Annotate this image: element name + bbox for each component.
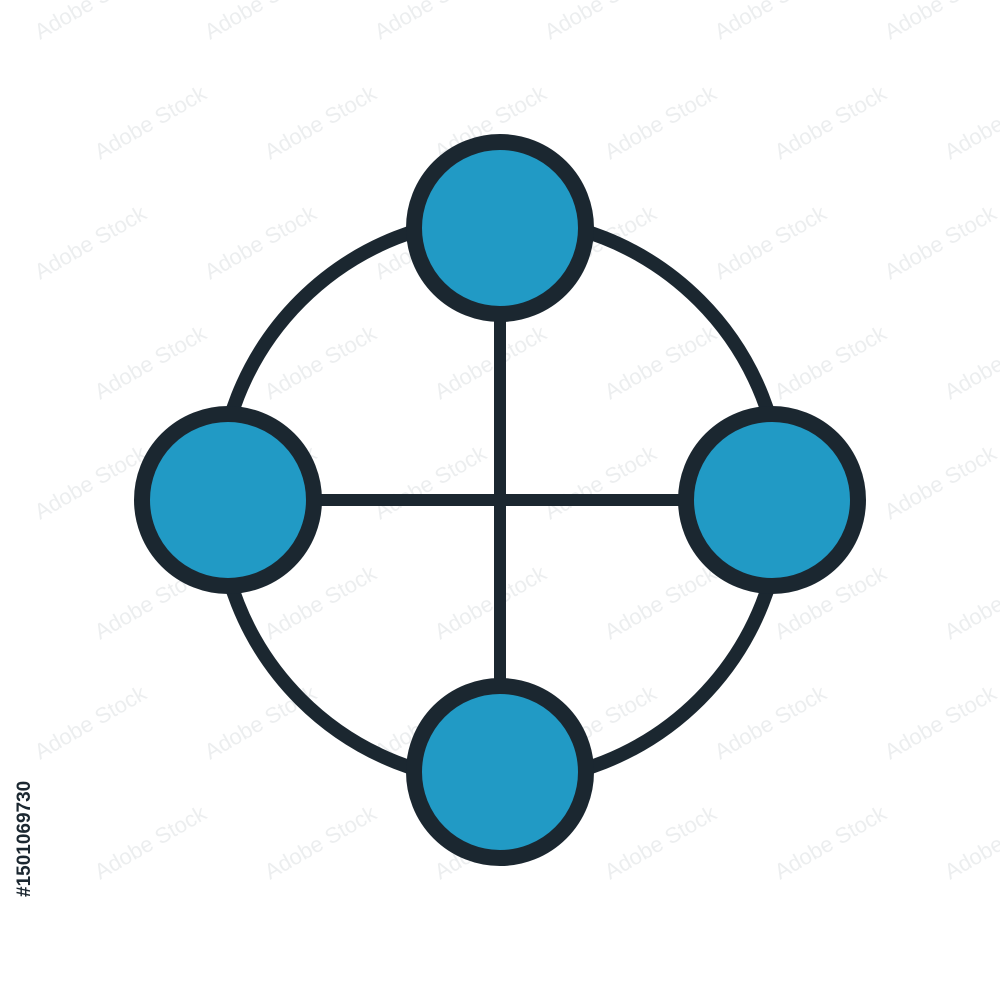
watermark-text: Adobe Stock [260,800,381,885]
node-right [678,406,866,594]
watermark-text: Adobe Stock [90,80,211,165]
watermark-text: Adobe Stock [540,0,661,44]
watermark-text: Adobe Stock [600,80,721,165]
watermark-text: Adobe Stock [90,800,211,885]
watermark-text: Adobe Stock [710,0,831,44]
watermark-text: Adobe Stock [30,200,151,285]
watermark-text: Adobe Stock [600,800,721,885]
watermark-text: Adobe Stock [880,680,1000,765]
watermark-text: Adobe Stock [880,200,1000,285]
watermark-text: Adobe Stock [200,0,321,44]
watermark-text: Adobe Stock [880,0,1000,44]
watermark-text: Adobe Stock [30,440,151,525]
watermark-text: Adobe Stock [260,80,381,165]
watermark-text: Adobe Stock [370,440,491,525]
stock-id-label: #1501069730 [14,781,35,897]
watermark-text: Adobe Stock [540,440,661,525]
watermark-text: Adobe Stock [770,800,891,885]
watermark-text: Adobe Stock [880,440,1000,525]
watermark-text: Adobe Stock [770,320,891,405]
watermark-text: Adobe Stock [710,680,831,765]
watermark-text: Adobe Stock [370,0,491,44]
stock-id-text: #1501069730 [14,781,35,897]
watermark-text: Adobe Stock [200,200,321,285]
watermark-text: Adobe Stock [940,560,1000,645]
watermark-text: Adobe Stock [30,0,151,44]
node-top [406,134,594,322]
watermark-text: Adobe Stock [940,80,1000,165]
watermark-text: Adobe Stock [90,320,211,405]
watermark-text: Adobe Stock [600,560,721,645]
watermark-text: Adobe Stock [770,80,891,165]
watermark-text: Adobe Stock [30,680,151,765]
node-bottom [406,678,594,866]
watermark-text: Adobe Stock [710,200,831,285]
watermark-text: Adobe Stock [430,560,551,645]
watermark-text: Adobe Stock [940,800,1000,885]
watermark-text: Adobe Stock [940,320,1000,405]
watermark-text: Adobe Stock [600,320,721,405]
watermark-text: Adobe Stock [430,320,551,405]
node-left [134,406,322,594]
